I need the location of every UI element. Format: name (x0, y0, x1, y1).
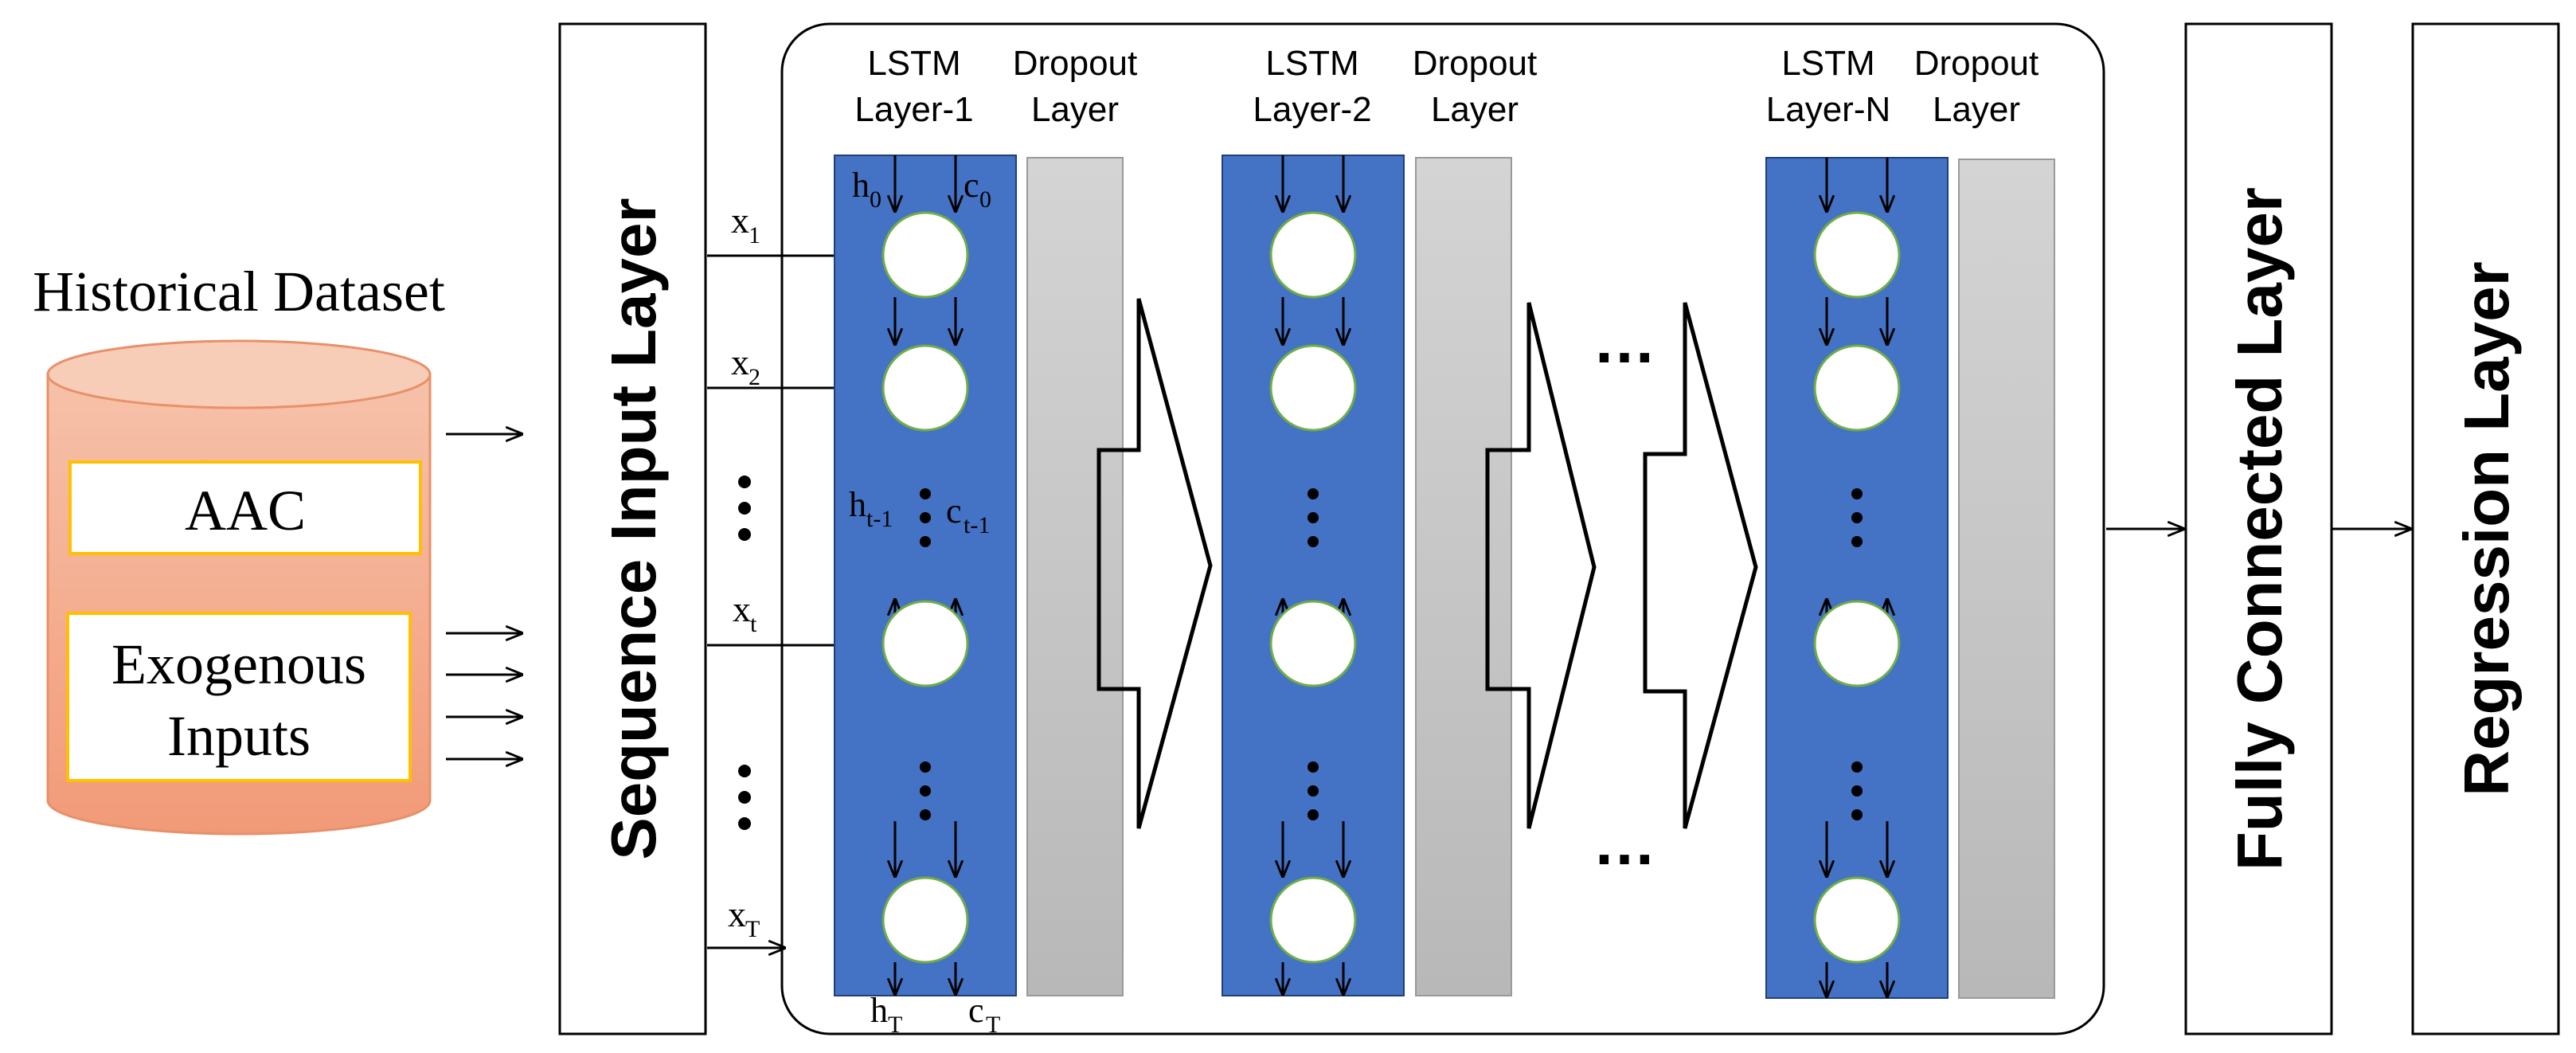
state-cT-sub: T (986, 1012, 1000, 1038)
cell-vdots (920, 488, 931, 547)
input-vdots-2 (738, 765, 751, 830)
lstm-heading-line2: Layer-N (1766, 90, 1891, 129)
input-x1: x 1 (731, 200, 760, 249)
exogenous-box (66, 612, 412, 782)
state-cT: c T (968, 991, 1000, 1038)
dropout-heading-line2: Layer (1431, 90, 1519, 129)
input-x1-base: x (731, 200, 749, 241)
cell-vdots (1851, 488, 1863, 547)
state-c0-sub: 0 (979, 186, 991, 213)
cell-vdots (1308, 761, 1319, 820)
input-x2-base: x (731, 342, 749, 382)
exogenous-label-line2: Inputs (167, 704, 311, 768)
layer-transition-arrow-2 (1485, 302, 1597, 829)
state-ct-1: c t-1 (946, 491, 990, 538)
state-h0: h 0 (852, 166, 881, 213)
dataset-arrows (446, 434, 522, 759)
lstm-stack-container (780, 22, 2105, 1035)
layer-transition-arrow-1 (1096, 298, 1213, 829)
input-x2: x 2 (731, 342, 760, 390)
dropout-block (1958, 159, 2055, 999)
layer-ellipsis-bottom: … (1593, 807, 1656, 878)
lstm-heading-line2: Layer-2 (1253, 90, 1371, 129)
fully-connected-layer (2184, 22, 2333, 1035)
regression-label: Regression Layer (2451, 261, 2522, 796)
lstm-cell (1813, 344, 1901, 432)
lstm-heading-line1: LSTM (1265, 44, 1358, 83)
dataset-title: Historical Dataset (33, 260, 445, 323)
fully-connected-label: Fully Connected Layer (2224, 187, 2295, 871)
cell-vdots (920, 761, 931, 820)
lstm-heading-line2: Layer-1 (854, 90, 973, 129)
aac-box (68, 460, 422, 555)
lstm-cell (881, 344, 969, 432)
state-ct1-base: c (946, 491, 962, 530)
state-ht1-base: h (849, 485, 866, 524)
state-ht-1: h t-1 (849, 485, 893, 532)
lstm-cell (881, 600, 969, 687)
sequence-input-label: Sequence Input Layer (598, 198, 669, 859)
state-hT-base: h (870, 991, 888, 1030)
dropout-heading-line1: Dropout (1914, 44, 2039, 83)
lstm-cell (881, 876, 969, 964)
input-xT: x T (728, 894, 760, 942)
state-h0-base: h (852, 166, 870, 205)
input-xt: x t (733, 589, 757, 637)
dropout-heading-line1: Dropout (1013, 44, 1138, 83)
exogenous-label-line1: Exogenous (111, 632, 366, 696)
lstm-cell (1813, 600, 1901, 687)
input-xT-base: x (728, 894, 746, 934)
input-x2-sub: 2 (749, 364, 760, 390)
state-h0-sub: 0 (870, 186, 881, 213)
lstm-cell (1813, 876, 1901, 964)
dropout-block (1026, 157, 1124, 996)
dropout-heading-line2: Layer (1031, 90, 1119, 129)
input-vdots-1 (738, 476, 751, 541)
input-x1-sub: 1 (749, 222, 760, 249)
cell-vdots (1308, 488, 1319, 547)
lstm-cell (1269, 344, 1357, 432)
aac-label: AAC (185, 479, 306, 542)
input-xt-sub: t (750, 611, 757, 637)
layer-transition-arrow-3 (1643, 302, 1758, 829)
state-hT: h T (870, 991, 902, 1038)
state-cT-base: c (968, 991, 984, 1030)
state-ht1-sub: t-1 (866, 506, 893, 532)
sequence-input-layer (558, 22, 707, 1035)
state-hT-sub: T (888, 1012, 902, 1038)
lstm-heading-line1: LSTM (1781, 44, 1874, 83)
regression-layer (2411, 22, 2560, 1035)
lstm-cell (881, 211, 969, 299)
state-c0-base: c (964, 166, 979, 205)
lstm-cell (1269, 211, 1357, 299)
dropout-heading-line2: Layer (1933, 90, 2020, 129)
state-c0: c 0 (964, 166, 991, 213)
input-xt-base: x (733, 589, 751, 629)
dropout-block (1415, 157, 1512, 996)
lstm-heading-line1: LSTM (867, 44, 960, 83)
dropout-heading-line1: Dropout (1413, 44, 1538, 83)
cell-vdots (1851, 761, 1863, 820)
lstm-cell (1269, 876, 1357, 964)
input-xT-sub: T (745, 916, 760, 942)
lstm-cell (1813, 211, 1901, 299)
layer-ellipsis-top: … (1593, 305, 1656, 376)
state-ct1-sub: t-1 (964, 512, 990, 538)
lstm-cell (1269, 600, 1357, 687)
